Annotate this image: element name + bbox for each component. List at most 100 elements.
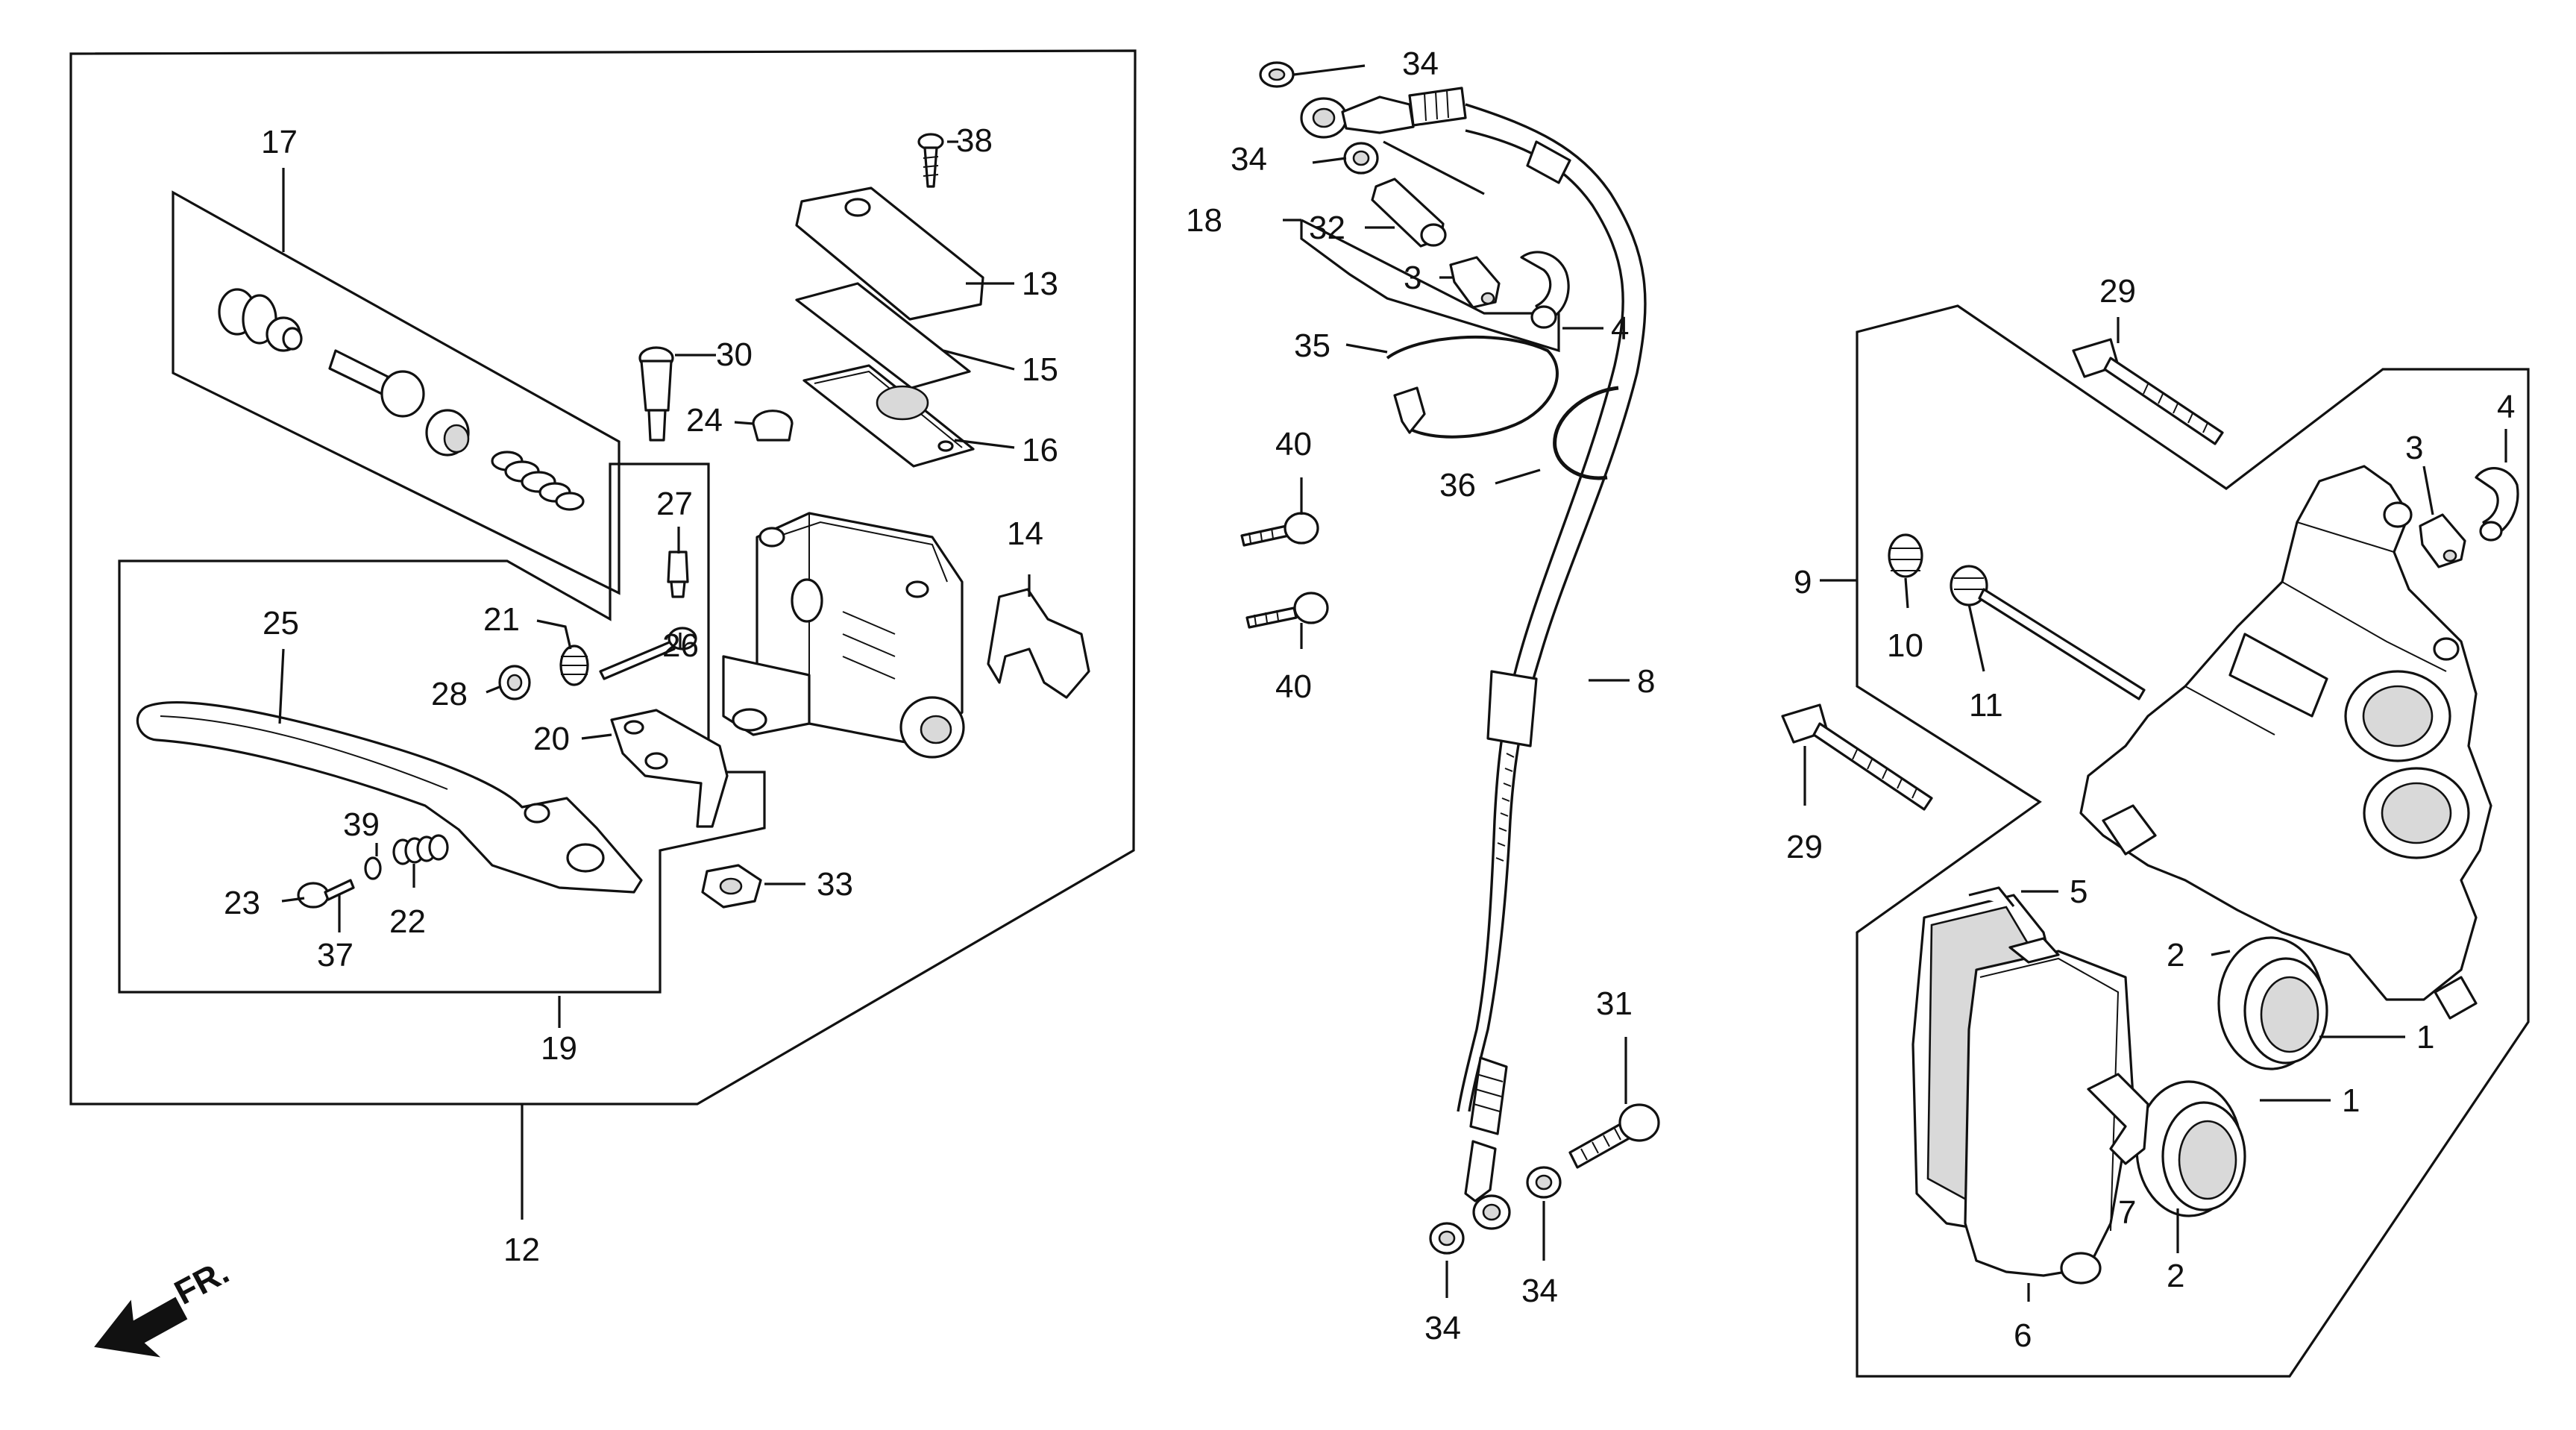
brake-hose-8 (1457, 103, 1647, 1230)
caliper-assembly (1781, 304, 2530, 1378)
callout-5: 5 (2070, 874, 2087, 910)
callout-34: 34 (1521, 1273, 1558, 1309)
pivot-screw-37 (324, 879, 355, 901)
stop-switch-20 (610, 709, 729, 828)
callout-16: 16 (1022, 432, 1058, 468)
callout-13: 13 (1022, 266, 1058, 302)
callout-30: 30 (716, 336, 753, 373)
master-cylinder-assembly (69, 49, 1137, 1220)
handlebar-clamp (987, 588, 1090, 699)
callout-4: 4 (2497, 389, 2515, 425)
collar-28 (498, 665, 531, 700)
bolt-40-upper (1240, 512, 1319, 547)
cap-screw-38 (917, 133, 944, 188)
callout-29: 29 (1786, 829, 1823, 865)
nut-33 (701, 864, 762, 909)
bleeder-valve-3 (1449, 256, 1501, 309)
callout-34: 34 (1402, 46, 1439, 82)
callout-2: 2 (2167, 937, 2184, 973)
lever-spring-22 (392, 834, 449, 865)
subassembly-border-18b (1300, 220, 1560, 353)
banjo-bolt-32 (1371, 178, 1447, 248)
callout-29: 29 (2099, 273, 2136, 310)
sealing-washer-34-bottom-b (1526, 1166, 1562, 1199)
reservoir-cap (795, 186, 984, 321)
callout-2: 2 (2167, 1258, 2184, 1294)
callout-15: 15 (1022, 351, 1058, 388)
callout-labels: 34 34 18 32 3 4 35 36 40 40 8 31 34 34 3… (224, 46, 2515, 1354)
pin-bolt-29-upper (2072, 338, 2224, 445)
callout-38: 38 (956, 122, 993, 159)
callout-28: 28 (431, 676, 468, 712)
reservoir-plate (795, 282, 971, 389)
callout-3: 3 (1404, 260, 1421, 296)
reservoir-diaphragm (802, 364, 975, 468)
callout-7: 7 (2118, 1194, 2136, 1231)
callout-9: 9 (1794, 564, 1812, 600)
rubber-cap-24 (752, 410, 794, 442)
pivot-bolt-30 (638, 346, 674, 442)
callout-39: 39 (343, 806, 380, 843)
callout-37: 37 (317, 937, 354, 973)
callout-1: 1 (2342, 1082, 2360, 1119)
callout-1: 1 (2416, 1019, 2434, 1056)
brake-hose-assembly (1240, 61, 1660, 1298)
subassembly-border-17 (172, 190, 621, 595)
assembly-border-9 (1856, 304, 2530, 1378)
callout-18: 18 (1186, 202, 1222, 239)
pin-boot-10 (1888, 533, 1923, 578)
banjo-fitting-top (1300, 87, 1467, 139)
master-piston-set (218, 288, 585, 511)
pad-spring-7 (2087, 1073, 2149, 1165)
callout-14: 14 (1007, 515, 1043, 552)
callout-10: 10 (1887, 627, 1923, 664)
callout-34: 34 (1231, 141, 1267, 178)
callout-36: 36 (1439, 467, 1476, 504)
sealing-washer-34-bottom-a (1429, 1222, 1465, 1255)
brake-pad-6 (1964, 937, 2134, 1285)
sealing-washer-34-mid (1343, 142, 1379, 175)
callout-4: 4 (1611, 310, 1629, 347)
callout-3: 3 (2405, 430, 2423, 466)
bolt-40-lower (1245, 592, 1329, 629)
caliper-bleeder-cap-4 (2475, 467, 2519, 542)
callout-26: 26 (662, 627, 699, 664)
callout-17: 17 (261, 124, 298, 160)
brake-lever (136, 701, 643, 894)
callout-22: 22 (389, 903, 426, 940)
callout-21: 21 (483, 601, 520, 638)
callout-8: 8 (1637, 663, 1655, 700)
callout-24: 24 (686, 402, 723, 439)
pin-bolt-29-lower (1781, 703, 1933, 811)
callout-25: 25 (263, 605, 299, 642)
callout-35: 35 (1294, 327, 1331, 364)
callout-11: 11 (1969, 687, 2003, 724)
adjuster-21 (559, 645, 589, 686)
callout-34: 34 (1424, 1310, 1461, 1346)
bleeder-cap-4 (1520, 251, 1570, 329)
caliper-bleeder-3 (2419, 513, 2466, 568)
piston-seal-lower (2135, 1080, 2246, 1217)
washer-39 (364, 856, 382, 880)
circlip-36 (1553, 386, 1619, 480)
caliper-body (2079, 465, 2492, 1020)
callout-23: 23 (224, 885, 260, 921)
sealing-washer-34-top (1259, 61, 1295, 88)
pad-pin-11 (1950, 565, 2146, 700)
master-cylinder-body (722, 512, 965, 759)
arrow-icon (94, 1296, 188, 1358)
front-direction-arrow: FR. (94, 1252, 235, 1358)
callout-40: 40 (1275, 426, 1312, 462)
hose-clamp-35 (1386, 335, 1559, 439)
nut-23 (297, 882, 330, 909)
callout-20: 20 (533, 721, 570, 757)
callout-32: 32 (1309, 210, 1345, 246)
callout-6: 6 (2014, 1317, 2032, 1354)
push-rod-26 (599, 627, 697, 680)
piston-seal-upper (2217, 936, 2328, 1070)
callout-27: 27 (656, 486, 693, 522)
callout-31: 31 (1596, 985, 1633, 1022)
return-spring (491, 451, 585, 511)
